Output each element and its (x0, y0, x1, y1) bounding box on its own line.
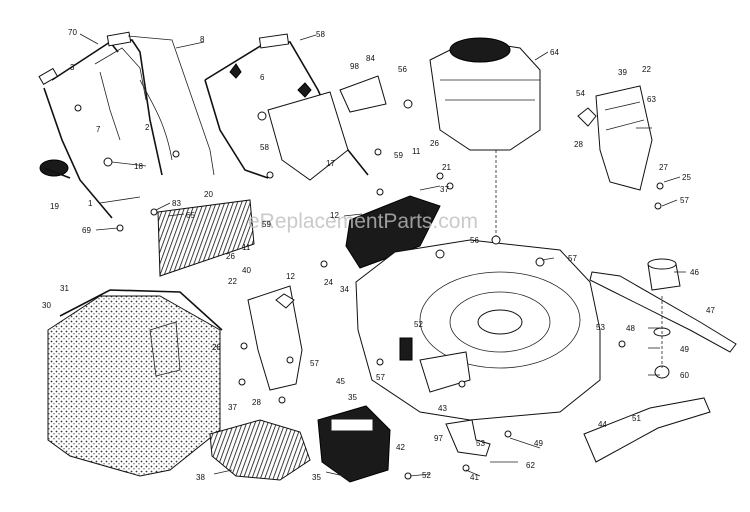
part-label: 41 (470, 473, 479, 482)
part-label: 22 (228, 277, 237, 286)
part-label: 24 (324, 278, 333, 287)
part-label: 26 (226, 252, 235, 261)
part-label: 54 (576, 89, 585, 98)
part-label: 98 (350, 62, 359, 71)
leader-lines (79, 33, 686, 477)
part-label: 65 (186, 211, 195, 220)
watermark: eReplacementParts.com (248, 210, 478, 233)
part-label: 38 (196, 473, 205, 482)
part-label: 26 (430, 139, 439, 148)
part-label: 57 (680, 196, 689, 205)
part-label: 49 (534, 439, 543, 448)
part-label: 43 (438, 404, 447, 413)
part-label: 25 (682, 173, 691, 182)
part-label: 28 (574, 140, 583, 149)
part-label: 30 (42, 301, 51, 310)
mower-blade (589, 258, 737, 379)
part-label: 22 (642, 65, 651, 74)
part-label: 51 (632, 414, 641, 423)
rear-flap-right (345, 195, 441, 269)
part-label: 64 (550, 48, 559, 57)
part-label: 70 (68, 28, 77, 37)
part-label: 21 (442, 163, 451, 172)
part-label: 31 (60, 284, 69, 293)
part-label: 20 (204, 190, 213, 199)
clip (74, 104, 82, 112)
part-label: 7 (96, 125, 101, 134)
part-label: 28 (212, 343, 221, 352)
part-label: 56 (470, 236, 479, 245)
part-label: 9 (422, 209, 427, 218)
washer (103, 157, 113, 167)
part-label: 58 (260, 143, 269, 152)
part-label: 97 (434, 434, 443, 443)
part-label: 59 (262, 220, 271, 229)
part-label: 19 (50, 202, 59, 211)
part-label: 28 (252, 398, 261, 407)
part-labels: 70 3 8 58 84 98 56 64 39 22 63 54 7 2 6 … (42, 28, 715, 482)
part-label: 57 (376, 373, 385, 382)
part-label: 83 (172, 199, 181, 208)
part-label: 45 (336, 377, 345, 386)
part-label: 56 (398, 65, 407, 74)
part-label: 48 (626, 324, 635, 333)
part-label: 63 (647, 95, 656, 104)
part-label: 11 (242, 243, 251, 252)
part-label: 60 (680, 371, 689, 380)
side-bracket-left (247, 285, 303, 391)
height-adjuster (445, 419, 491, 457)
part-label: 37 (440, 185, 449, 194)
part-label: 42 (396, 443, 405, 452)
part-label: 35 (348, 393, 357, 402)
part-label: 52 (422, 471, 431, 480)
part-label: 27 (659, 163, 668, 172)
part-label: 53 (476, 439, 485, 448)
rear-wheel-guard (209, 419, 311, 481)
grass-catcher (47, 289, 223, 477)
part-label: 44 (598, 420, 607, 429)
part-label: 53 (596, 323, 605, 332)
part-label: 35 (312, 473, 321, 482)
part-label: 46 (690, 268, 699, 277)
part-label: 2 (145, 123, 150, 132)
fasteners (116, 99, 664, 480)
part-label: 59 (394, 151, 403, 160)
handle-bracket (339, 75, 387, 113)
part-label: 6 (260, 73, 265, 82)
part-label: 12 (286, 272, 295, 281)
part-label: 12 (330, 211, 339, 220)
control-cable (139, 79, 173, 161)
handle-knob-upper (229, 63, 242, 79)
handle-panel (267, 91, 349, 181)
part-label: 62 (526, 461, 535, 470)
control-bail (94, 35, 215, 176)
part-label: 39 (618, 68, 627, 77)
part-label: 37 (228, 403, 237, 412)
rear-flap-left (157, 199, 255, 277)
part-label: 47 (706, 306, 715, 315)
front-skirt (583, 397, 711, 463)
part-label: 58 (316, 30, 325, 39)
handle-knob (39, 159, 71, 179)
part-label: 18 (134, 162, 143, 171)
part-label: 69 (82, 226, 91, 235)
part-label: 40 (242, 266, 251, 275)
part-label: 34 (340, 285, 349, 294)
part-label: 8 (200, 35, 205, 44)
mower-deck (355, 239, 601, 421)
part-label: 49 (680, 345, 689, 354)
handle-knob-right (297, 82, 312, 98)
part-label: 52 (414, 320, 423, 329)
part-label: 11 (412, 147, 421, 156)
part-label: 1 (88, 199, 93, 208)
part-label: 57 (568, 254, 577, 263)
part-label: 17 (326, 159, 335, 168)
rear-wheel (317, 405, 391, 483)
upper-handle (38, 31, 163, 219)
part-label: 3 (70, 63, 75, 72)
part-label: 57 (310, 359, 319, 368)
part-label: 84 (366, 54, 375, 63)
rear-bracket-right (577, 85, 653, 191)
